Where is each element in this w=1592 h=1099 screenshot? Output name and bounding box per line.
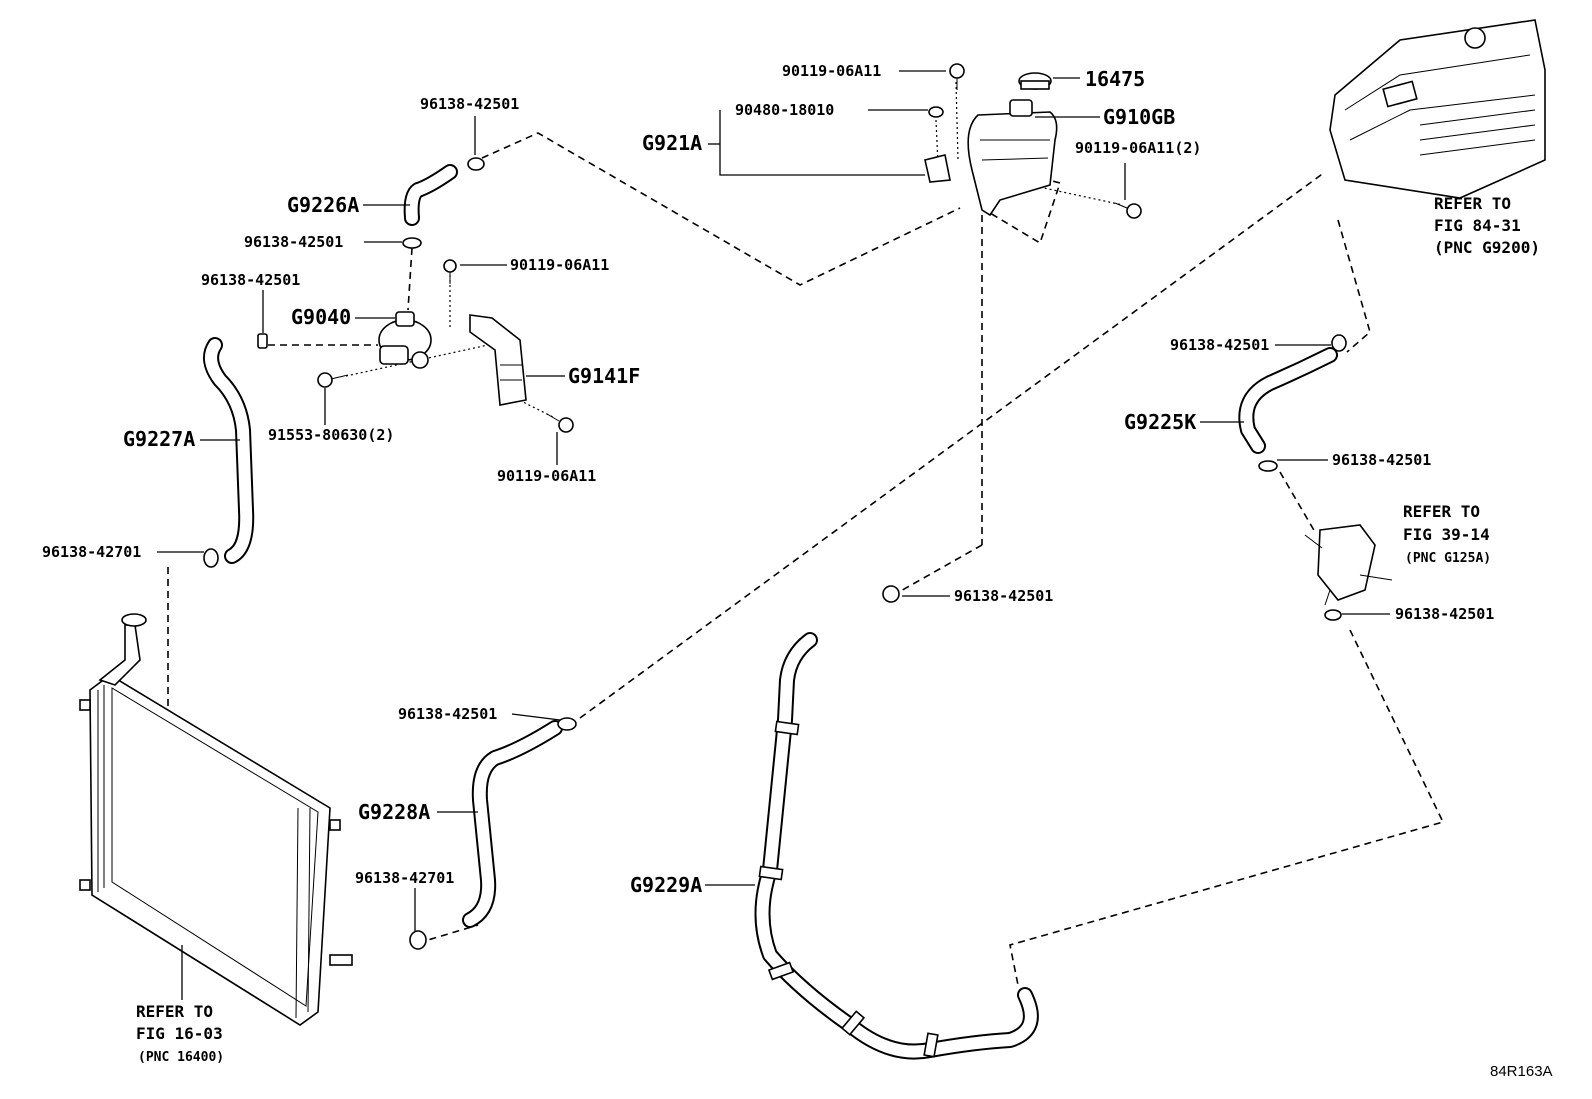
hose-label: G9227A <box>123 427 195 451</box>
fastener-dotted-lines <box>345 81 1124 419</box>
reference-inverter: REFER TO FIG 84-31 (PNC G9200) <box>1434 194 1540 257</box>
hose-label: G9225K <box>1124 410 1196 434</box>
clamp-label: 96138-42701 <box>42 543 141 561</box>
reference-line: (PNC G125A) <box>1405 551 1491 566</box>
bolt-label: 91553-80630(2) <box>268 426 394 444</box>
clamp-label: 96138-42501 <box>201 271 300 289</box>
reservoir-cap <box>1018 72 1052 90</box>
hose-g9228a <box>462 720 563 928</box>
pump-bracket <box>469 314 527 406</box>
tank-label: G910GB <box>1103 105 1175 129</box>
clamp-label: 96138-42501 <box>398 705 497 723</box>
clamp-label: 96138-42501 <box>1170 336 1269 354</box>
clamp-label: 96138-42501 <box>1332 451 1431 469</box>
reference-cooler: REFER TO FIG 39-14 (PNC G125A) <box>1403 502 1491 566</box>
clamp-label: 96138-42501 <box>244 233 343 251</box>
reference-line: REFER TO <box>1434 194 1511 213</box>
hose-g9227a <box>203 337 255 564</box>
hose-label: G9226A <box>287 193 359 217</box>
reference-radiator: REFER TO FIG 16-03 (PNC 16400) <box>136 1002 224 1065</box>
hose-label: G9229A <box>630 873 702 897</box>
hose-g9226a <box>403 164 458 226</box>
reference-line: (PNC G9200) <box>1434 238 1540 257</box>
leader-lines <box>157 70 1390 1000</box>
radiator <box>79 613 353 1026</box>
water-pump <box>378 311 432 369</box>
bolt-icon <box>1114 202 1142 219</box>
reference-line: (PNC 16400) <box>138 1050 224 1065</box>
reference-line: REFER TO <box>136 1002 213 1021</box>
hose-label: G9228A <box>358 800 430 824</box>
bolt-icon <box>443 259 457 284</box>
part-labels: 96138-42501 G9226A 96138-42501 96138-425… <box>42 62 1494 897</box>
bolt-icon <box>546 413 574 433</box>
clamp-label: 96138-42501 <box>1395 605 1494 623</box>
clamp-label: 96138-42701 <box>355 869 454 887</box>
clamp-label: 96138-42501 <box>420 95 519 113</box>
pump-label: G9040 <box>291 305 351 329</box>
bracket-label: G9141F <box>568 364 640 388</box>
diagram-code: 84R163A <box>1490 1063 1553 1080</box>
bolt-label: 90119-06A11 <box>782 62 881 80</box>
bolts <box>317 63 1142 433</box>
grommet-icon <box>928 106 944 118</box>
cooler-assembly <box>1304 524 1393 606</box>
inverter-assembly <box>1329 19 1546 199</box>
reference-line: FIG 16-03 <box>136 1024 223 1043</box>
hose-g9225k <box>1238 347 1338 454</box>
reference-line: FIG 84-31 <box>1434 216 1521 235</box>
grommet-label: 90480-18010 <box>735 101 834 119</box>
bolt-label: 90119-06A11 <box>497 467 596 485</box>
reservoir-tank <box>924 99 1058 217</box>
bracket-label: G921A <box>642 131 702 155</box>
cap-label: 16475 <box>1085 67 1145 91</box>
clamp-label: 96138-42501 <box>954 587 1053 605</box>
bolt-label: 90119-06A11(2) <box>1075 139 1201 157</box>
hose-clamps <box>203 157 1347 950</box>
bolt-icon <box>949 63 965 90</box>
bolt-label: 90119-06A11 <box>510 256 609 274</box>
bolt-icon <box>317 372 349 388</box>
hose-g9229a <box>754 632 1039 1060</box>
reference-line: REFER TO <box>1403 502 1480 521</box>
reference-line: FIG 39-14 <box>1403 525 1490 544</box>
